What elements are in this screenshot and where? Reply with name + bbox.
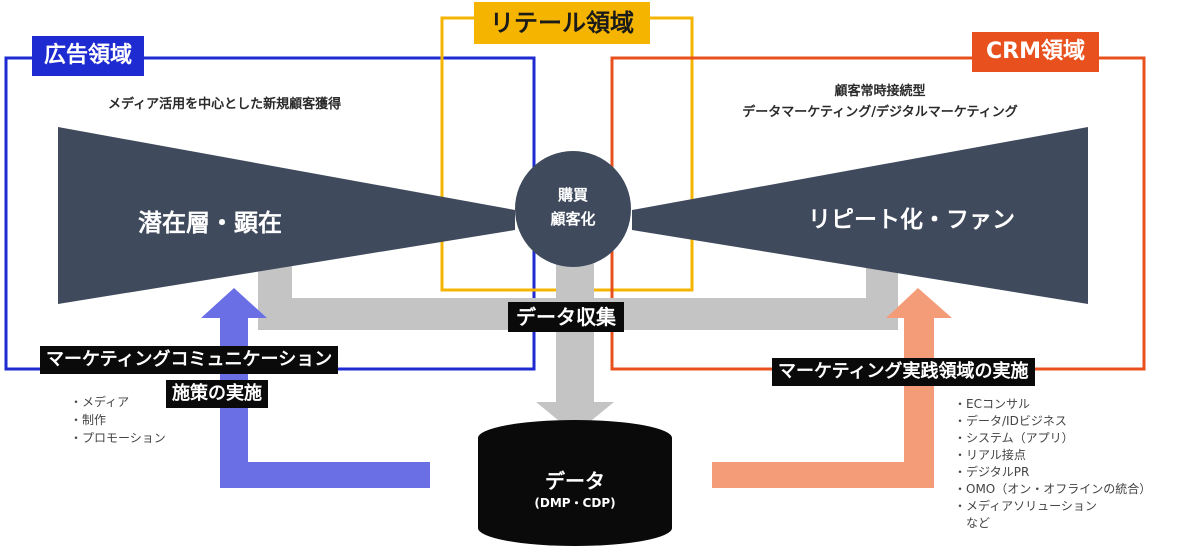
ad-subtitle: メディア活用を中心とした新規顧客獲得 <box>108 97 342 112</box>
purchase-circle <box>515 151 631 267</box>
ad-region-label: 広告領域 <box>32 36 145 76</box>
right-funnel <box>632 127 1088 304</box>
crm-bullet: ・データ/IDビジネス <box>954 414 1067 428</box>
crm-caption: マーケティング実践領域の実施 <box>772 358 1035 386</box>
purchase-line2: 顧客化 <box>550 210 596 228</box>
orange-feedback-arrow <box>712 288 952 488</box>
left-funnel-text: 潜在層・顕在 <box>138 209 282 237</box>
crm-bullet: ・デジタルPR <box>954 465 1030 479</box>
ad-bullet: ・制作 <box>70 413 107 427</box>
crm-bullet: ・OMO（オン・オフラインの統合） <box>954 482 1152 496</box>
crm-bullet: ・メディアソリューション <box>954 499 1097 513</box>
data-collection-connector <box>258 262 898 330</box>
crm-bullet: ・システム（アプリ） <box>954 431 1074 445</box>
ad-bullet: ・メディア <box>70 395 130 409</box>
crm-bullet: ・ECコンサル <box>954 397 1030 411</box>
purchase-line1: 購買 <box>557 186 588 204</box>
down-arrow-to-database <box>536 252 614 434</box>
database-subtitle: (DMP・CDP) <box>534 496 616 510</box>
crm-region-label: CRM領域 <box>972 32 1099 72</box>
crm-subtitle-line2: データマーケティング/デジタルマーケティング <box>742 105 1018 120</box>
data-collection-label: データ収集 <box>508 302 624 332</box>
crm-subtitle-line1: 顧客常時接続型 <box>834 84 926 99</box>
crm-bullet: など <box>954 516 991 530</box>
crm-bullet: ・リアル接点 <box>954 448 1026 462</box>
left-funnel <box>58 127 515 304</box>
database-title: データ <box>545 469 605 493</box>
retail-region-label: リテール領域 <box>474 2 650 44</box>
database-cylinder-top <box>478 420 672 456</box>
ad-caption-line2: 施策の実施 <box>166 380 268 408</box>
ad-caption-line1: マーケティングコミュニケーション <box>40 346 339 374</box>
ad-bullet: ・プロモーション <box>70 431 166 445</box>
database-cylinder <box>478 438 672 546</box>
right-funnel-text: リピート化・ファン <box>808 207 1015 233</box>
